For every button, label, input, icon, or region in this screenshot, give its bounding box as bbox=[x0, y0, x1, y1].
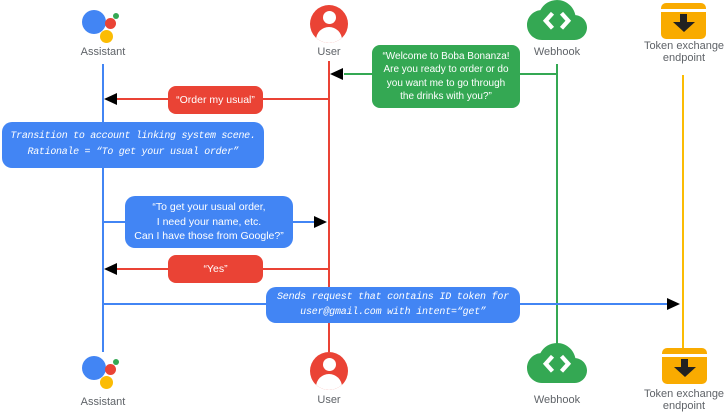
token-endpoint-icon-arrow-stem bbox=[680, 14, 687, 22]
assistant-logo-green-dot bbox=[113, 359, 119, 365]
message-order-usual: “Order my usual” bbox=[168, 86, 263, 114]
token-endpoint-icon-bottom bbox=[662, 348, 707, 384]
token-endpoint-icon bbox=[661, 3, 706, 39]
token-endpoint-icon-arrow-tip bbox=[673, 367, 696, 377]
message-welcome: “Welcome to Boba Bonanza! Are you ready … bbox=[372, 45, 520, 108]
note-transition-account-linking: Transition to account linking system sce… bbox=[2, 122, 264, 168]
arrow-user-to-assistant-order-head bbox=[104, 92, 117, 105]
user-lifeline bbox=[328, 61, 330, 352]
message-yes: “Yes” bbox=[168, 255, 263, 283]
webhook-label-top: Webhook bbox=[533, 46, 581, 58]
assistant-logo-blue-dot bbox=[82, 356, 106, 380]
webhook-cloud-icon bbox=[527, 0, 587, 40]
token-endpoint-icon-arrow-stem bbox=[681, 359, 688, 367]
assistant-logo-yellow-dot bbox=[100, 376, 113, 389]
token-endpoint-icon-arrow-tip bbox=[672, 22, 695, 32]
arrow-user-to-assistant-yes-head bbox=[104, 262, 117, 275]
arrow-webhook-to-user-head bbox=[330, 67, 343, 80]
assistant-logo-yellow-dot bbox=[100, 30, 113, 43]
user-icon-body bbox=[316, 27, 342, 43]
assistant-logo-green-dot bbox=[113, 13, 119, 19]
user-icon-body bbox=[316, 374, 342, 390]
assistant-lifeline bbox=[102, 64, 104, 352]
token-endpoint-label-bottom: Token exchange endpoint bbox=[643, 388, 725, 412]
user-label-bottom: User bbox=[317, 394, 341, 406]
token-endpoint-lifeline bbox=[682, 75, 684, 348]
user-icon-bottom bbox=[310, 352, 348, 390]
assistant-label-bottom: Assistant bbox=[80, 396, 126, 408]
message-sends-request: Sends request that contains ID token for… bbox=[266, 287, 520, 323]
assistant-icon-bottom bbox=[80, 352, 120, 392]
user-icon bbox=[310, 5, 348, 43]
webhook-lifeline bbox=[556, 64, 558, 348]
token-endpoint-icon-slit bbox=[661, 9, 706, 12]
assistant-logo-red-dot bbox=[105, 18, 116, 29]
arrow-assistant-to-token-endpoint-head bbox=[667, 297, 680, 310]
user-label-top: User bbox=[317, 46, 341, 58]
assistant-icon bbox=[80, 6, 120, 46]
arrow-assistant-to-user-ask-head bbox=[314, 215, 327, 228]
assistant-label-top: Assistant bbox=[80, 46, 126, 58]
token-endpoint-label-top: Token exchange endpoint bbox=[643, 40, 725, 64]
user-icon-head bbox=[322, 358, 336, 371]
webhook-label-bottom: Webhook bbox=[533, 394, 581, 406]
user-icon-head bbox=[322, 11, 336, 24]
message-ask-google: “To get your usual order, I need your na… bbox=[125, 196, 293, 248]
token-endpoint-icon-slit bbox=[662, 354, 707, 357]
webhook-cloud-icon-bottom bbox=[527, 343, 587, 383]
assistant-logo-blue-dot bbox=[82, 10, 106, 34]
assistant-logo-red-dot bbox=[105, 364, 116, 375]
